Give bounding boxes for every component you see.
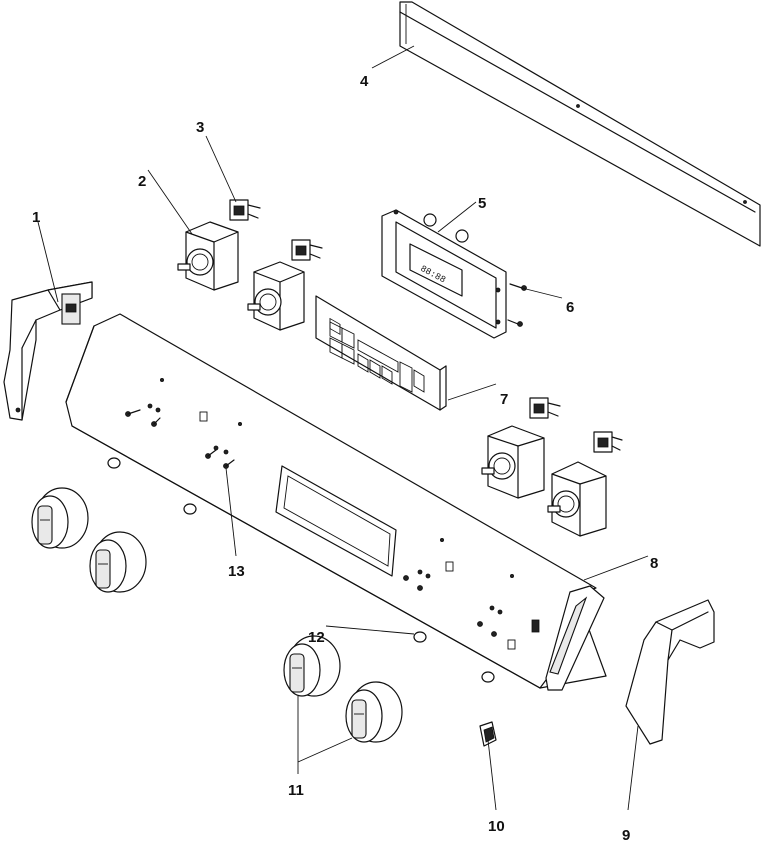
- part-9-right-endcap: [625, 599, 715, 745]
- part-1-left-endcap: [3, 281, 93, 421]
- part-12-bushings: [107, 457, 495, 683]
- part-2-infinite-switch-upper-a: [177, 221, 239, 291]
- part-6-screws: [507, 283, 527, 327]
- callout-1: 1: [32, 209, 40, 226]
- callout-5: 5: [478, 195, 486, 212]
- part-2-infinite-switch-lower-a: [481, 425, 545, 499]
- part-3-indicator-light-a: [229, 199, 261, 221]
- callout-3: 3: [196, 119, 204, 136]
- callout-7: 7: [500, 391, 508, 408]
- callout-labels: 1 2 3 4 5 6 7 8 9 10 11 12 13: [32, 73, 658, 844]
- part-5-clock-module: 88:88: [381, 209, 507, 339]
- part-7-touch-panel: [315, 295, 447, 411]
- part-11-knob-b: [89, 531, 147, 593]
- callout-6: 6: [566, 299, 574, 316]
- part-4-trim-strip: [399, 1, 761, 247]
- callout-11: 11: [288, 782, 304, 799]
- callout-9: 9: [622, 827, 630, 844]
- callout-8: 8: [650, 555, 658, 572]
- part-11-knob-a: [31, 487, 89, 549]
- callout-10: 10: [488, 818, 505, 835]
- part-11-knob-c: [283, 635, 341, 697]
- part-11-knob-d: [345, 681, 403, 743]
- part-3-indicator-light-c: [529, 397, 561, 419]
- part-10-rocker-switch: [479, 721, 497, 747]
- part-3-indicator-light-b: [291, 239, 323, 261]
- part-3-indicator-light-d: [593, 431, 623, 453]
- callout-12: 12: [308, 629, 325, 646]
- leader-lines: [37, 45, 649, 811]
- callout-13: 13: [228, 563, 245, 580]
- part-8-backguard-panel: [65, 313, 607, 691]
- callout-2: 2: [138, 173, 146, 190]
- callout-4: 4: [360, 73, 369, 90]
- part-13-screws: [125, 409, 497, 637]
- part-2-infinite-switch-upper-b: [247, 261, 305, 331]
- part-2-infinite-switch-lower-b: [547, 461, 607, 537]
